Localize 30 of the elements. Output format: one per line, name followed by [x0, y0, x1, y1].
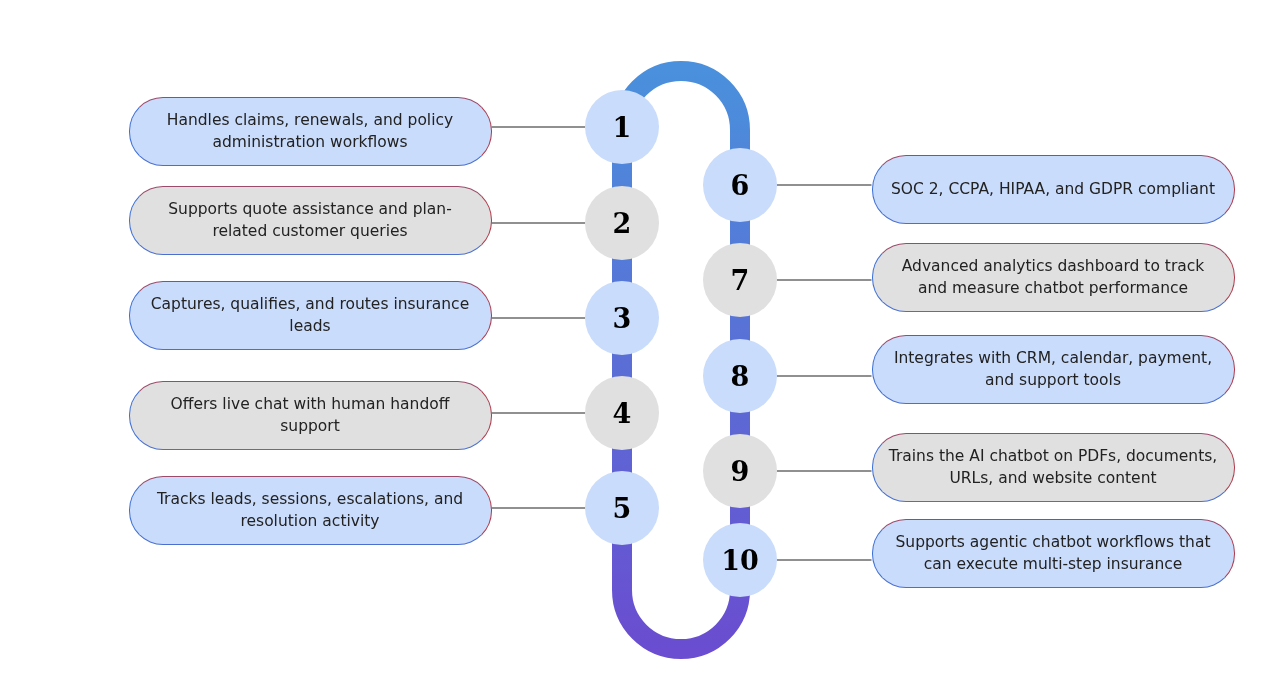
connector-line [490, 507, 586, 509]
step-number: 5 [612, 492, 632, 524]
connector-line [776, 470, 873, 472]
connector-line [490, 317, 586, 319]
step-number: 2 [612, 207, 632, 239]
feature-text: Tracks leads, sessions, escalations, and resolution activity [155, 489, 465, 532]
step-number: 10 [721, 544, 759, 576]
step-number: 9 [730, 455, 750, 487]
feature-text: Advanced analytics dashboard to track and measure chatbot performance [900, 256, 1206, 299]
feature-text: Supports quote assistance and plan-related customer queries [167, 199, 453, 242]
feature-text: Supports agentic chatbot workflows that can execute multi-step insurance [894, 532, 1212, 575]
connector-line [776, 559, 873, 561]
connector-line [490, 126, 586, 128]
feature-text: Integrates with CRM, calendar, payment, and support tools [892, 348, 1214, 391]
feature-text: Handles claims, renewals, and policy administration workflows [165, 110, 455, 153]
connector-line [490, 412, 586, 414]
connector-line [776, 279, 873, 281]
connector-line [490, 222, 586, 224]
feature-text: SOC 2, CCPA, HIPAA, and GDPR compliant [890, 179, 1216, 200]
connector-line [776, 184, 873, 186]
feature-text: Captures, qualifies, and routes insurance leads [149, 294, 471, 337]
step-number: 4 [612, 397, 632, 429]
step-number: 3 [612, 302, 632, 334]
feature-text: Trains the AI chatbot on PDFs, documents, URLs, and website content [887, 446, 1219, 489]
step-number: 8 [730, 360, 750, 392]
step-number: 7 [730, 264, 750, 296]
connector-line [776, 375, 873, 377]
step-number: 6 [730, 169, 750, 201]
feature-text: Offers live chat with human handoff support [169, 394, 451, 437]
step-number: 1 [612, 111, 632, 143]
